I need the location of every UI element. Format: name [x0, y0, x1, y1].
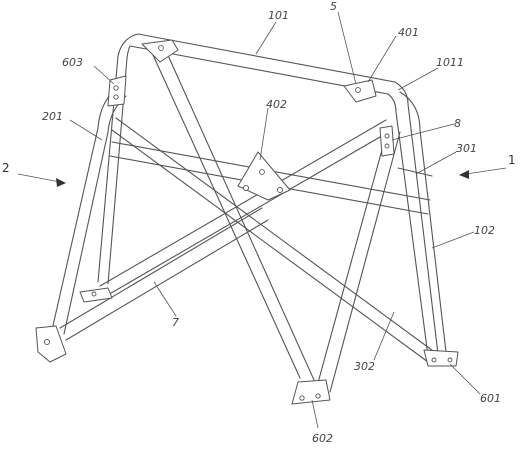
view-marker-2: 2	[2, 161, 10, 175]
label-603: 603	[62, 56, 83, 69]
bracket-top-left	[141, 39, 179, 63]
diagonal-tube-b	[111, 117, 441, 363]
view-marker-1: 1	[508, 153, 516, 167]
foot-plate-front-left	[35, 325, 67, 363]
foot-plate-602	[291, 379, 331, 405]
foot-plate-601	[423, 349, 459, 367]
label-1011: 1011	[436, 56, 464, 69]
label-301: 301	[456, 142, 477, 155]
rear-bottom-tube	[99, 119, 393, 297]
label-602: 602	[312, 432, 333, 445]
label-5: 5	[330, 0, 337, 13]
bracket-8	[379, 125, 395, 157]
right-rear-upright	[387, 81, 439, 357]
label-101: 101	[268, 9, 289, 22]
label-402: 402	[266, 98, 287, 111]
label-601: 601	[480, 392, 501, 405]
label-302: 302	[354, 360, 375, 373]
gusset-401	[343, 79, 377, 103]
center-gusset-402	[237, 151, 291, 201]
foot-plate-rear-left	[79, 287, 113, 303]
view-arrow-2: 2	[2, 161, 66, 187]
right-front-leg	[315, 127, 401, 393]
label-102: 102	[474, 224, 495, 237]
view-arrow-1: 1	[459, 153, 516, 179]
label-7: 7	[172, 316, 179, 329]
label-8: 8	[454, 117, 461, 130]
cross-tube-301	[397, 167, 433, 177]
front-bottom-tube	[59, 207, 269, 341]
diagonal-tube-a	[147, 41, 315, 381]
front-hoop-right	[399, 91, 447, 353]
label-201: 201	[42, 110, 63, 123]
left-rear-upright	[97, 33, 139, 285]
label-401: 401	[398, 26, 419, 39]
gusset-603	[107, 75, 127, 107]
